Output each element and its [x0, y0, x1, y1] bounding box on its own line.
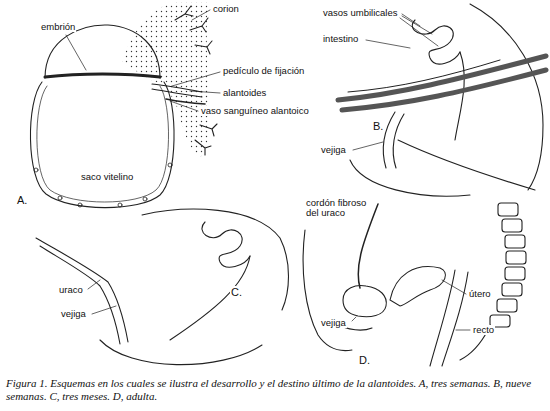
hindgut — [455, 52, 464, 140]
chorion-villi — [175, 6, 217, 155]
part-label: saco vitelino — [80, 172, 134, 182]
part-label: cordón fibroso del uraco — [305, 198, 369, 219]
body-outline — [350, 160, 470, 196]
umbilical-cord-outline — [348, 60, 500, 92]
part-label: vasos umbilicales — [322, 8, 398, 18]
hindgut — [170, 256, 250, 340]
figure-caption: Figura 1. Esquemas en los cuales se ilus… — [6, 377, 544, 403]
part-label: alantoides — [222, 88, 267, 98]
urachus-bladder — [36, 238, 128, 344]
allantois-tube — [152, 84, 202, 97]
intestine-coil — [202, 222, 250, 267]
leader-lines — [66, 10, 220, 111]
thigh-outline — [398, 140, 535, 190]
panel-letter: C. — [230, 286, 243, 298]
yolk-sac-inner — [37, 86, 169, 202]
amnion — [45, 25, 160, 78]
yolk-sac — [30, 82, 174, 208]
body-outline — [470, 4, 543, 190]
part-label: vejiga — [320, 145, 347, 155]
part-label: pedículo de fijación — [222, 66, 305, 76]
panel-letter: B. — [372, 120, 384, 132]
part-label: corion — [212, 4, 240, 14]
spine — [460, 203, 526, 360]
part-label: vaso sanguíneo alantoico — [200, 106, 310, 116]
leader-lines — [88, 280, 116, 314]
panel-letter: D. — [358, 354, 371, 366]
part-label: intestino — [322, 34, 359, 44]
body-outline — [142, 209, 289, 310]
leader-lines — [353, 14, 438, 150]
rectum — [430, 270, 468, 366]
bladder — [383, 112, 404, 168]
part-label: embrión — [40, 22, 76, 32]
bladder — [343, 286, 386, 317]
chorion-stipple — [122, 2, 210, 158]
body-outline — [303, 230, 352, 351]
part-label: vejiga — [320, 318, 347, 328]
part-label: vejiga — [60, 309, 87, 319]
leader-lines — [352, 280, 470, 330]
part-label: recto — [472, 325, 495, 335]
part-label: uraco — [58, 285, 84, 295]
uterus — [390, 267, 445, 306]
embryo-disc — [45, 74, 160, 77]
body-outline — [100, 340, 262, 365]
panel-letter: A. — [16, 194, 28, 206]
part-label: útero — [468, 289, 492, 299]
